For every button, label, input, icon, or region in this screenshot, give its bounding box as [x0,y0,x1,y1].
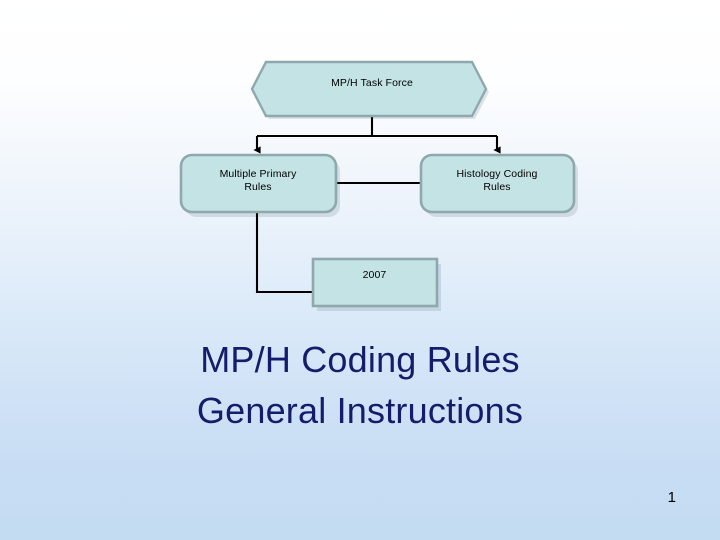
node-histology-coding-rules[interactable] [419,153,576,214]
node-multiple-primary-rules-label: Multiple Primary Rules [219,168,297,193]
node-histology-coding-rules-label: Histology Coding Rules [456,168,538,193]
node-year-label: 2007 [362,269,387,281]
slide-title: MP/H Coding Rules General Instructions [0,334,720,436]
node-task-force-label: MP/H Task Force [331,77,413,89]
slide-title-line-1: MP/H Coding Rules [200,339,520,380]
node-year[interactable] [311,257,439,308]
slide-title-line-2: General Instructions [196,390,524,431]
node-multiple-primary-rules[interactable] [179,153,338,214]
connector-group [253,115,501,294]
page-number: 1 [667,489,676,506]
node-task-force[interactable] [250,60,488,118]
connector-multiple-primary-to-year [255,212,313,294]
